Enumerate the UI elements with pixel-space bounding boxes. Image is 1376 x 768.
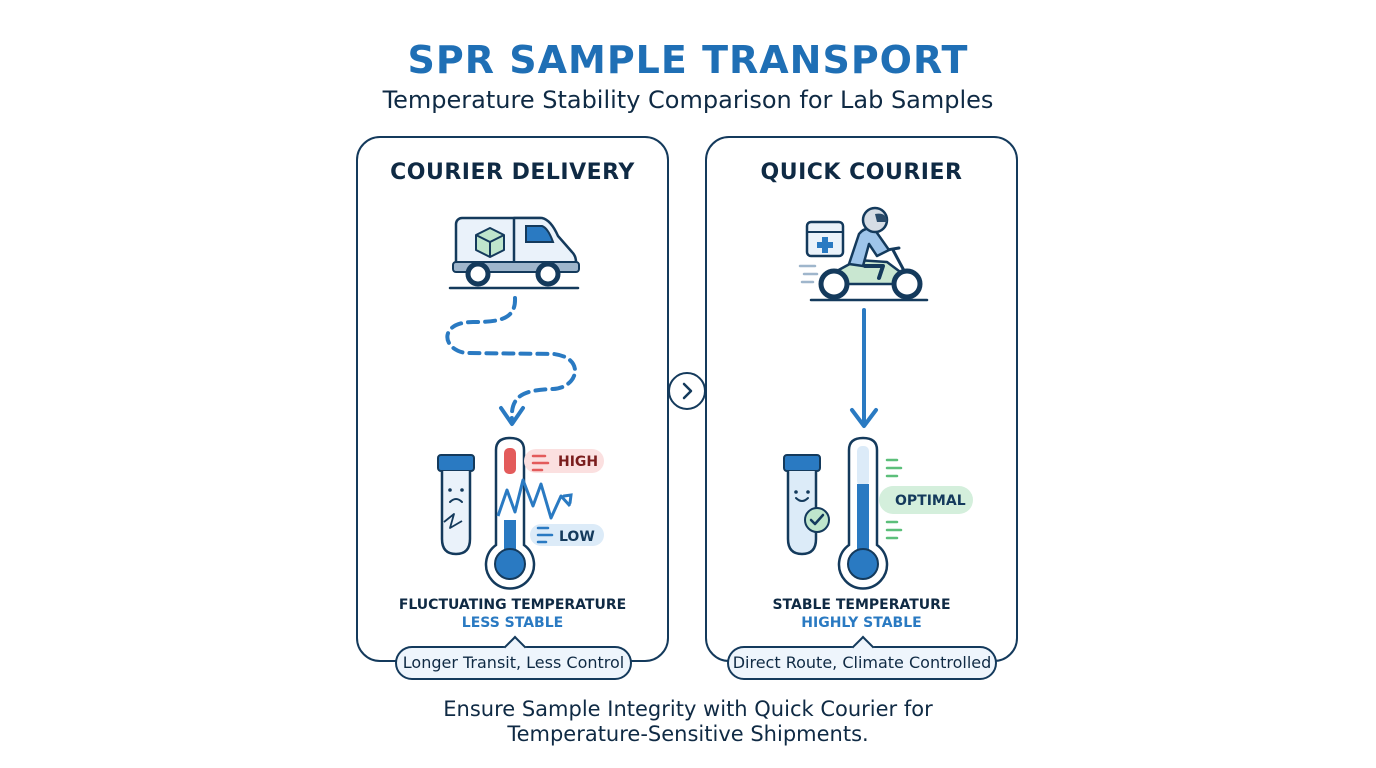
test-tube-icon xyxy=(437,454,475,556)
optimal-label: OPTIMAL xyxy=(895,493,966,509)
test-tube-icon xyxy=(783,454,830,556)
status-fluctuating: FLUCTUATING TEMPERATURE xyxy=(398,597,627,613)
low-temperature-badge: LOW xyxy=(530,524,604,546)
footer-message: Ensure Sample Integrity with Quick Couri… xyxy=(0,697,1376,747)
high-label: HIGH xyxy=(558,454,598,470)
delivery-van-icon xyxy=(448,216,580,290)
status-highly-stable: HIGHLY STABLE xyxy=(801,615,922,631)
thermometer-icon xyxy=(484,436,536,590)
courier-delivery-note-text: Longer Transit, Less Control xyxy=(402,653,625,672)
courier-delivery-note: Longer Transit, Less Control xyxy=(395,635,632,680)
page-title: SPR SAMPLE TRANSPORT xyxy=(407,38,969,82)
status-stable: STABLE TEMPERATURE xyxy=(772,597,951,613)
panel-title-courier-delivery: COURIER DELIVERY xyxy=(390,160,635,185)
panel-title-quick-courier: QUICK COURIER xyxy=(760,160,963,185)
next-button[interactable] xyxy=(668,372,706,410)
quick-courier-note-text: Direct Route, Climate Controlled xyxy=(732,653,992,672)
quick-courier-note: Direct Route, Climate Controlled xyxy=(727,635,997,680)
thermometer-icon xyxy=(837,436,889,590)
low-label: LOW xyxy=(559,529,595,545)
quick-courier-illustration: OPTIMAL xyxy=(783,206,973,590)
footer-line-1: Ensure Sample Integrity with Quick Couri… xyxy=(443,697,933,721)
high-temperature-badge: HIGH xyxy=(524,449,604,473)
status-less-stable: LESS STABLE xyxy=(461,615,564,631)
footer-line-2: Temperature-Sensitive Shipments. xyxy=(507,722,869,746)
optimal-temperature-badge: OPTIMAL xyxy=(879,486,973,514)
quick-courier-panel: QUICK COURIER xyxy=(705,136,1018,662)
courier-delivery-panel: COURIER DELIVERY xyxy=(356,136,669,662)
chevron-right-icon xyxy=(682,382,693,400)
courier-delivery-illustration: HIGH LOW xyxy=(437,216,604,590)
motorcycle-courier-icon xyxy=(798,206,929,302)
page-subtitle: Temperature Stability Comparison for Lab… xyxy=(382,86,994,114)
